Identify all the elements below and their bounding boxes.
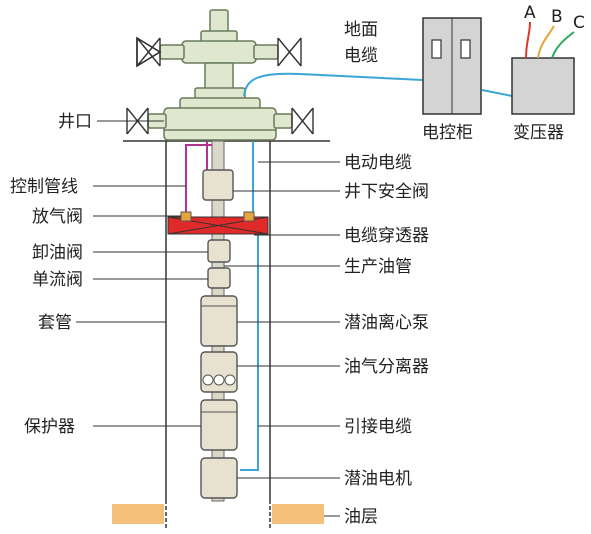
oil-layer-left [112, 504, 164, 524]
cabinet-handle-left-icon [431, 39, 442, 59]
label-lead-cable: 引接电缆 [344, 417, 412, 437]
label-surface-cable-line1: 地面 [344, 20, 378, 40]
protector [200, 399, 238, 451]
label-phase-a: A [524, 3, 536, 23]
label-power-cable: 电动电缆 [344, 153, 412, 173]
christmas-tree [159, 9, 279, 90]
cabinet-transformer-cable [481, 89, 513, 97]
label-transformer: 变压器 [513, 123, 564, 143]
leader-lines [76, 120, 340, 517]
tree-handwheel-icons [136, 36, 302, 68]
cabinet-handle-right-icon [460, 39, 471, 59]
label-production-tubing: 生产油管 [344, 257, 412, 277]
control-line [185, 144, 212, 216]
label-cable-penetrator: 电缆穿透器 [344, 226, 429, 246]
esp-pump [200, 295, 238, 347]
casing [165, 141, 271, 528]
power-cable [240, 141, 259, 471]
label-phase-c: C [573, 13, 585, 33]
label-phase-b: B [551, 7, 563, 27]
separator-port-icons [202, 374, 236, 386]
label-bleed-valve: 放气阀 [32, 207, 83, 227]
label-protector: 保护器 [24, 417, 75, 437]
label-casing: 套管 [38, 313, 72, 333]
esp-motor [200, 457, 238, 499]
label-oil-layer: 油层 [344, 507, 378, 527]
surface-cable [243, 72, 424, 97]
safety-valve [202, 169, 234, 201]
transformer [511, 57, 575, 115]
label-drain-valve: 卸油阀 [32, 243, 83, 263]
label-surface-cable-line2: 电缆 [344, 46, 378, 66]
oil-layer-right [272, 504, 324, 524]
phase-a-wire [525, 21, 531, 59]
drain-valve [207, 239, 231, 263]
label-esp-pump: 潜油离心泵 [344, 313, 429, 333]
label-gas-separator: 油气分离器 [344, 357, 429, 377]
label-wellhead: 井口 [58, 112, 92, 132]
label-control-cabinet: 电控柜 [422, 123, 473, 143]
penetrator-fitting [243, 211, 255, 222]
phase-c-wire [551, 31, 575, 59]
wellhead [147, 87, 293, 141]
bleed-valve [180, 211, 192, 222]
check-valve [207, 267, 231, 289]
gas-separator [200, 351, 238, 393]
label-control-line: 控制管线 [10, 177, 78, 197]
label-check-valve: 单流阀 [32, 270, 83, 290]
phase-b-wire [537, 25, 555, 59]
label-esp-motor: 潜油电机 [344, 469, 412, 489]
label-safety-valve: 井下安全阀 [344, 182, 429, 202]
